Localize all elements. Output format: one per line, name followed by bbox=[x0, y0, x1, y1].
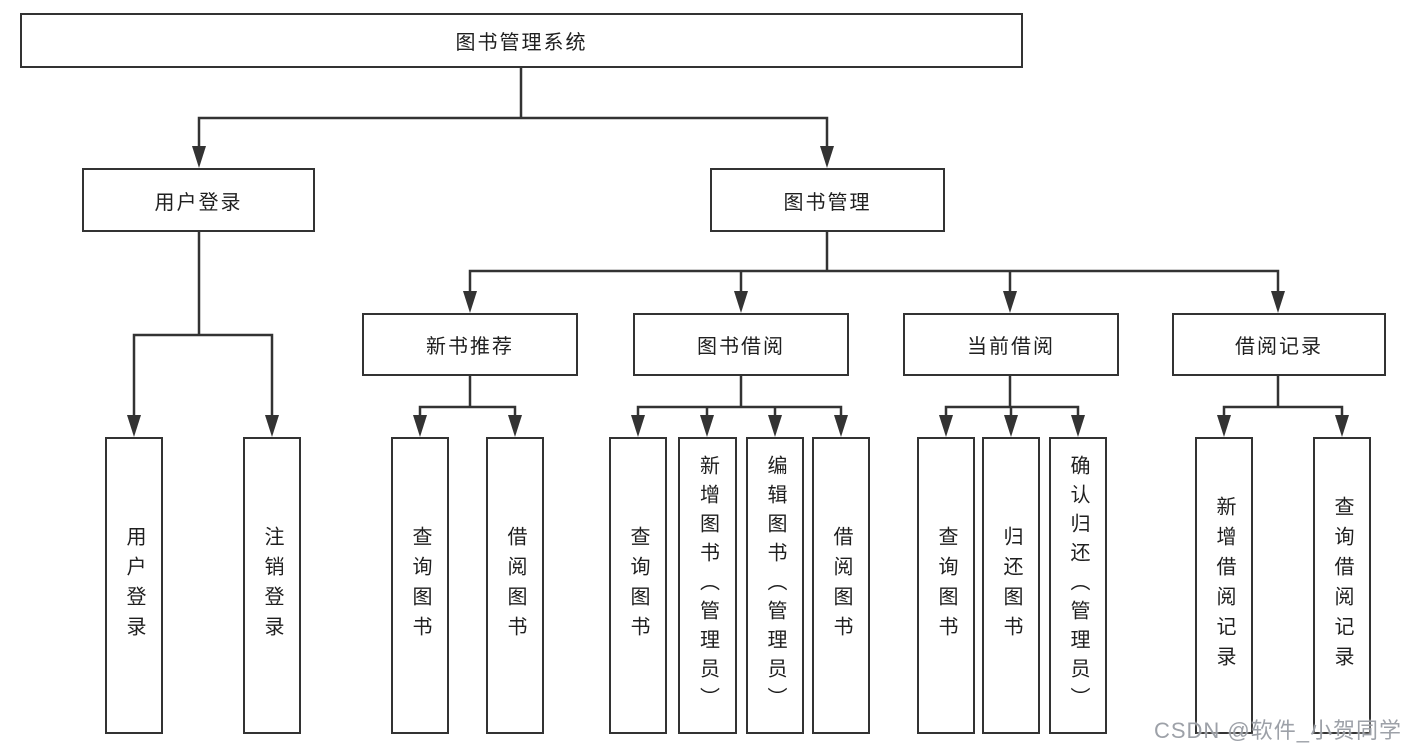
node-label: 借阅记录 bbox=[1235, 336, 1323, 358]
connector-book-mgmt bbox=[468, 232, 1280, 293]
node-label: 新增图书（管理员） bbox=[696, 455, 719, 716]
node-new-book-recommend: 新书推荐 bbox=[362, 313, 578, 376]
node-book-borrow: 图书借阅 bbox=[633, 313, 849, 376]
leaf-confirm-return-admin: 确认归还（管理员） bbox=[1049, 437, 1107, 734]
arrow-icon bbox=[939, 415, 953, 437]
arrow-icon bbox=[1004, 415, 1018, 437]
node-borrow-record: 借阅记录 bbox=[1172, 313, 1386, 376]
node-label: 查询图书 bbox=[627, 525, 649, 646]
leaf-return-books: 归还图书 bbox=[982, 437, 1040, 734]
node-label: 用户登录 bbox=[154, 191, 243, 214]
connector-root bbox=[197, 68, 829, 148]
arrow-icon bbox=[192, 146, 206, 168]
node-library-system: 图书管理系统 bbox=[20, 13, 1023, 68]
node-label: 当前借阅 bbox=[967, 336, 1055, 358]
leaf-borrow-books: 借阅图书 bbox=[486, 437, 544, 734]
arrow-icon bbox=[820, 146, 834, 168]
arrow-icon bbox=[734, 291, 748, 313]
leaf-edit-books-admin: 编辑图书（管理员） bbox=[746, 437, 804, 734]
connector-current-borrow bbox=[944, 376, 1080, 418]
leaf-query-books: 查询图书 bbox=[917, 437, 975, 734]
node-label: 图书借阅 bbox=[697, 336, 785, 358]
leaf-query-books: 查询图书 bbox=[391, 437, 449, 734]
leaf-query-borrow-record: 查询借阅记录 bbox=[1313, 437, 1371, 734]
leaf-query-books: 查询图书 bbox=[609, 437, 667, 734]
connector-book-borrow bbox=[636, 376, 843, 418]
node-label: 新增借阅记录 bbox=[1213, 495, 1235, 676]
arrow-icon bbox=[508, 415, 522, 437]
arrowheads bbox=[127, 146, 1349, 437]
arrow-icon bbox=[127, 415, 141, 437]
node-label: 用户登录 bbox=[123, 525, 145, 646]
leaf-user-login: 用户登录 bbox=[105, 437, 163, 734]
node-label: 借阅图书 bbox=[504, 525, 526, 646]
arrow-icon bbox=[1271, 291, 1285, 313]
arrow-icon bbox=[631, 415, 645, 437]
arrow-icon bbox=[1217, 415, 1231, 437]
node-label: 查询图书 bbox=[935, 525, 957, 646]
node-book-management: 图书管理 bbox=[710, 168, 945, 232]
leaf-logout: 注销登录 bbox=[243, 437, 301, 734]
node-label: 图书管理系统 bbox=[455, 32, 588, 54]
connector-borrow-record bbox=[1222, 376, 1344, 418]
node-label: 编辑图书（管理员） bbox=[764, 455, 786, 716]
arrow-icon bbox=[413, 415, 427, 437]
node-label: 图书管理 bbox=[783, 191, 872, 214]
node-label: 确认归还（管理员） bbox=[1067, 455, 1089, 716]
leaf-borrow-books: 借阅图书 bbox=[812, 437, 870, 734]
arrow-icon bbox=[1071, 415, 1085, 437]
arrow-icon bbox=[1003, 291, 1017, 313]
arrow-icon bbox=[700, 415, 714, 437]
arrow-icon bbox=[768, 415, 782, 437]
arrow-icon bbox=[1335, 415, 1349, 437]
node-current-borrow: 当前借阅 bbox=[903, 313, 1119, 376]
node-label: 注销登录 bbox=[261, 525, 283, 646]
node-label: 新书推荐 bbox=[426, 336, 514, 358]
connector-new-book-rec bbox=[418, 376, 517, 418]
csdn-watermark: CSDN @软件_小贺同学 bbox=[1153, 718, 1402, 743]
node-label: 借阅图书 bbox=[830, 525, 852, 646]
arrow-icon bbox=[463, 291, 477, 313]
leaf-add-borrow-record: 新增借阅记录 bbox=[1195, 437, 1253, 734]
connector-user-login bbox=[132, 232, 274, 417]
node-label: 查询借阅记录 bbox=[1331, 495, 1353, 676]
node-label: 归还图书 bbox=[1000, 525, 1022, 646]
node-user-login: 用户登录 bbox=[82, 168, 315, 232]
leaf-add-books-admin: 新增图书（管理员） bbox=[678, 437, 737, 734]
node-label: 查询图书 bbox=[409, 525, 431, 646]
arrow-icon bbox=[265, 415, 279, 437]
arrow-icon bbox=[834, 415, 848, 437]
